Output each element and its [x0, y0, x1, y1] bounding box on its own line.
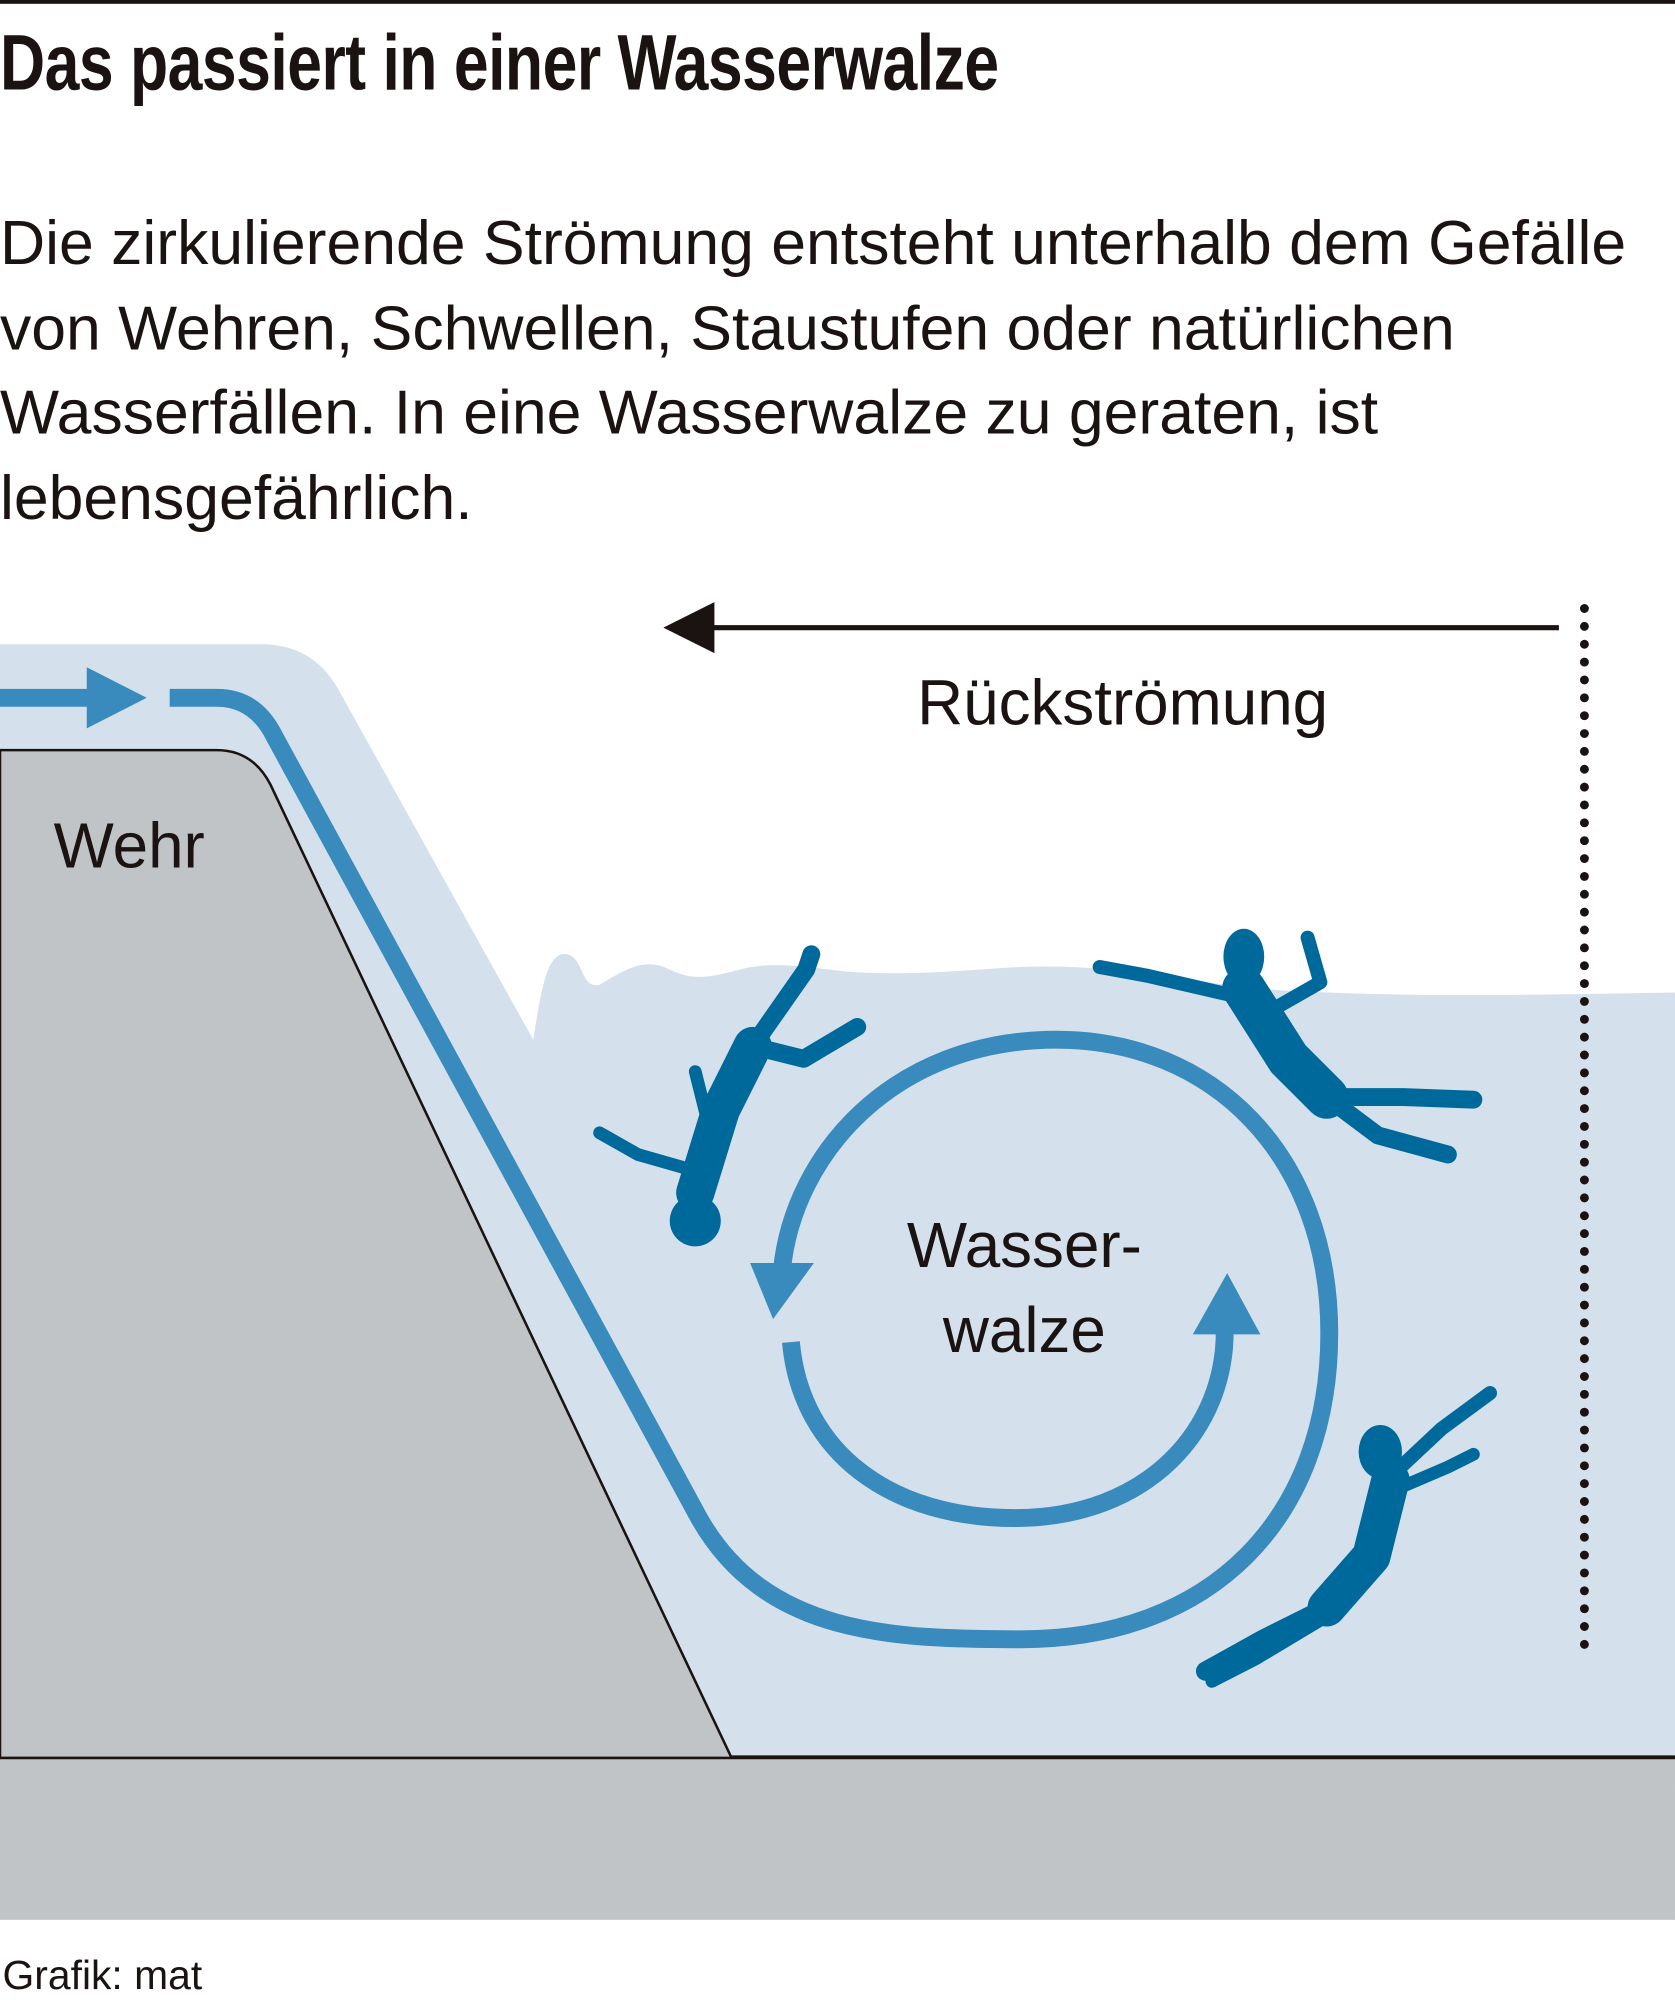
person-diving-icon [1195, 1386, 1498, 1688]
inflow-arrow-icon [0, 667, 147, 729]
top-rule [0, 0, 1675, 4]
person-surface-icon [1092, 928, 1483, 1164]
graphic-credit: Grafik: mat [2, 1951, 203, 1998]
weir-label: Wehr [54, 809, 205, 881]
roller-arrowhead-up-icon [1192, 1273, 1261, 1335]
roller-label-line1: Wasser- [907, 1209, 1142, 1281]
intro-text: Die zirkulierende Strömung entsteht unte… [0, 209, 1627, 533]
riverbed [0, 1756, 1675, 1920]
person-tumbling-icon [593, 945, 867, 1247]
roller-arrowhead-down-icon [750, 1262, 814, 1320]
flow-path [169, 688, 1339, 1649]
roller-label-line2: walze [942, 1294, 1106, 1366]
page-title: Das passiert in einer Wasserwalze [0, 19, 999, 108]
inner-roller-arc [782, 1326, 1234, 1528]
backflow-label: Rückströmung [917, 667, 1328, 739]
backflow-arrow-icon [663, 602, 1559, 654]
weir-structure [0, 748, 1675, 1760]
